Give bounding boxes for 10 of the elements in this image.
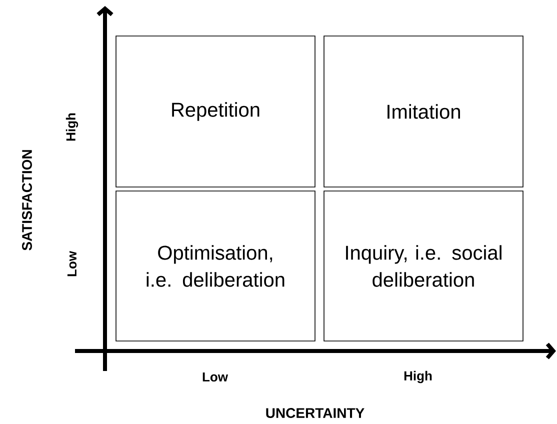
axis-label: UNCERTAINTY [266, 408, 364, 418]
quadrant-box: Repetition [116, 36, 316, 188]
quadrant-box: Inquiry, i.e. social deliberation [324, 190, 524, 342]
quadrant-box: Optimisation, i.e. deliberation [116, 190, 316, 342]
axis-label: Low [202, 372, 228, 382]
axis-label: High [66, 113, 78, 141]
quadrant-box: Imitation [324, 36, 524, 188]
axis-label: Low [67, 250, 77, 276]
axis-label: SATISFACTION [22, 150, 32, 250]
axis-label: High [404, 370, 432, 384]
